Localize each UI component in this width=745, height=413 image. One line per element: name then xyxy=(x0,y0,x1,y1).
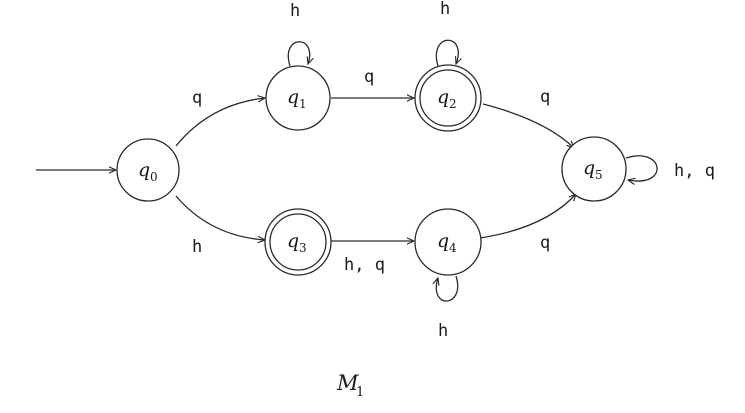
label-q4-q5: q xyxy=(540,233,550,253)
label-q0-q3: h xyxy=(192,237,202,257)
machine-caption-subscript: 1 xyxy=(356,385,364,400)
label-q3-q4: h, q xyxy=(344,255,385,275)
state-q0: q 0 xyxy=(116,138,180,202)
state-q2: q 2 xyxy=(414,64,482,132)
state-q0-subscript: 0 xyxy=(150,170,158,184)
state-q3: q 3 xyxy=(264,208,332,276)
label-loop-q5: h, q xyxy=(674,161,715,181)
state-q5-letter: q xyxy=(583,157,595,179)
edge-q2-q5 xyxy=(482,103,574,148)
state-q2-subscript: 2 xyxy=(449,97,457,111)
state-q1: q 1 xyxy=(265,65,331,131)
state-q3-subscript: 3 xyxy=(299,241,307,255)
state-q2-letter: q xyxy=(437,86,449,108)
state-q5-subscript: 5 xyxy=(595,168,603,182)
edge-q0-q1 xyxy=(175,98,265,147)
state-q0-letter: q xyxy=(138,159,150,181)
label-q0-q1: q xyxy=(192,88,202,108)
state-q1-subscript: 1 xyxy=(299,97,307,111)
state-q1-letter: q xyxy=(287,86,299,108)
state-q4-letter: q xyxy=(437,230,449,252)
state-q4-subscript: 4 xyxy=(449,241,457,255)
loop-q1 xyxy=(287,41,309,67)
label-q2-q5: q xyxy=(540,87,550,107)
loop-q5 xyxy=(625,155,658,181)
loop-q2 xyxy=(435,39,458,67)
machine-caption-letter: M xyxy=(336,371,359,395)
state-q3-letter: q xyxy=(287,230,299,252)
label-loop-q4: h xyxy=(438,321,448,341)
state-q4: q 4 xyxy=(414,208,482,276)
edge-q4-q5 xyxy=(479,194,576,239)
label-q1-q2: q xyxy=(364,67,374,87)
loop-q4 xyxy=(436,275,459,302)
state-q5: q 5 xyxy=(561,136,627,202)
label-loop-q2: h xyxy=(440,0,450,19)
edge-q0-q3 xyxy=(175,195,265,240)
label-loop-q1: h xyxy=(290,1,300,21)
